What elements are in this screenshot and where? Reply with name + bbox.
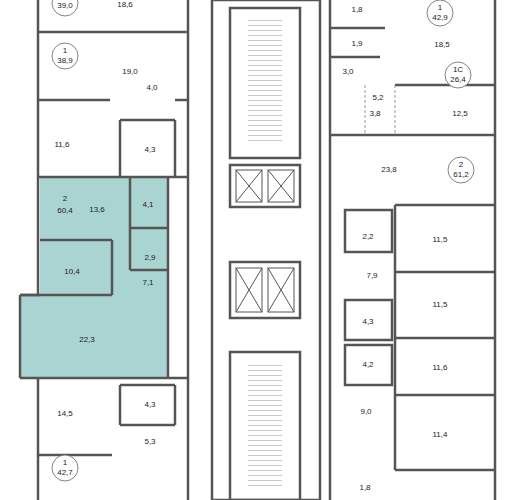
area-label: 2 [459, 161, 463, 169]
area-label: 2,9 [144, 254, 155, 262]
area-label: 2,2 [362, 233, 373, 241]
area-label: 42,9 [432, 14, 448, 22]
area-label: 1 [63, 459, 67, 467]
area-label: 1 [438, 4, 442, 12]
area-label: 4,2 [362, 361, 373, 369]
area-label: 14,5 [57, 410, 73, 418]
area-label: 19,0 [122, 68, 138, 76]
area-label: 4,3 [362, 318, 373, 326]
area-label: 4,0 [146, 84, 157, 92]
area-label: 11,6 [433, 364, 448, 372]
area-label: 7,9 [366, 272, 377, 280]
stair-treads [248, 20, 282, 490]
area-label: 9,0 [360, 408, 371, 416]
area-label: 1,9 [351, 40, 362, 48]
area-label: 3,8 [369, 110, 380, 118]
area-label: 11,6 [55, 141, 70, 149]
elevator-symbols [236, 170, 294, 312]
area-label: 1,8 [351, 6, 362, 14]
area-label: 13,6 [89, 206, 105, 214]
area-label: 7,1 [142, 279, 153, 287]
area-label: 61,2 [453, 171, 469, 179]
walls [20, 0, 495, 500]
area-label: 4,1 [142, 201, 153, 209]
area-label: 60,4 [57, 207, 73, 215]
apartment-unit: 2 60,4 13,6 4,1 2,9 10,4 7,1 22,3 [20, 177, 168, 378]
area-label: 11,5 [433, 301, 448, 309]
area-label: 26,4 [450, 76, 466, 84]
area-label: 22,3 [79, 336, 95, 344]
area-label: 1С [453, 66, 463, 74]
area-label: 18,5 [434, 41, 450, 49]
area-label: 5,2 [372, 94, 383, 102]
area-label: 3,0 [342, 68, 353, 76]
studio-partition [365, 85, 395, 135]
area-label: 18,6 [117, 1, 133, 9]
area-label: 23,8 [381, 166, 397, 174]
area-label: 12,5 [452, 110, 468, 118]
area-label: 42,7 [57, 469, 73, 477]
area-label: 4,3 [144, 146, 155, 154]
apartment-badges [52, 0, 474, 481]
area-label: 4,3 [144, 401, 155, 409]
area-label: 5,3 [144, 438, 155, 446]
area-label: 2 [63, 195, 67, 203]
area-label: 38,9 [57, 57, 73, 65]
area-label: 11,5 [433, 236, 448, 244]
area-label: 1 [63, 47, 67, 55]
area-label: 11,4 [433, 431, 448, 439]
area-label: 1,8 [359, 484, 370, 492]
area-label: 39,0 [57, 2, 73, 10]
area-label: 10,4 [64, 268, 80, 276]
apartment-fill [20, 177, 168, 378]
